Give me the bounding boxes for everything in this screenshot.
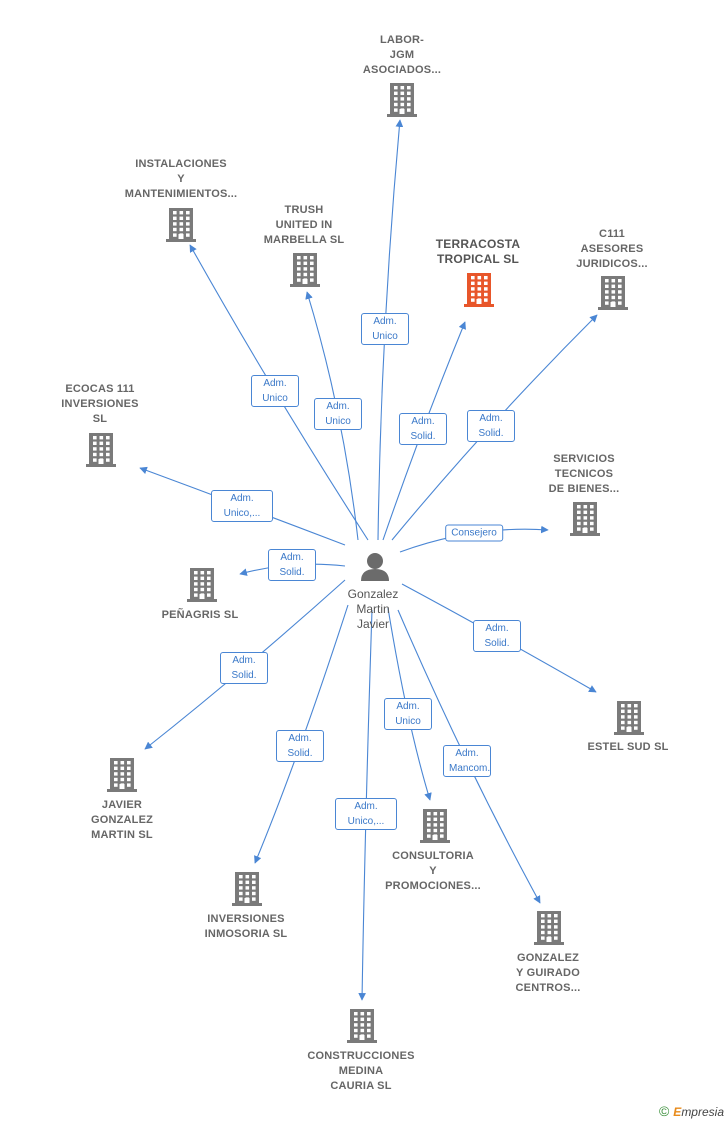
- company-label-line: INMOSORIA SL: [204, 928, 288, 940]
- role-badge-inmosoria[interactable]: Adm. Solid.: [276, 730, 324, 762]
- role-badge-javier[interactable]: Adm. Solid.: [220, 652, 268, 684]
- building-icon[interactable]: [570, 502, 600, 536]
- building-icon[interactable]: [534, 911, 564, 945]
- role-badge-labor[interactable]: Adm. Unico: [361, 313, 409, 345]
- company-label-line: LABOR-: [380, 34, 424, 46]
- company-label-line: SERVICIOS: [553, 453, 615, 465]
- role-text: Adm. Unico: [262, 378, 288, 404]
- role-text: Adm. Solid.: [410, 416, 436, 442]
- building-icon[interactable]: [232, 872, 262, 906]
- building-icon[interactable]: [347, 1009, 377, 1043]
- company-label-line: CONSTRUCCIONES: [307, 1050, 415, 1062]
- person-icon: [361, 553, 389, 581]
- company-label-line: GONZALEZ: [90, 814, 154, 826]
- role-text: Adm. Unico,...: [347, 801, 385, 827]
- company-label-estel[interactable]: ESTEL SUD SL: [587, 740, 668, 755]
- role-text: Adm. Mancom.: [449, 748, 491, 774]
- role-text: Adm. Solid.: [287, 733, 313, 759]
- company-label-line: JGM: [389, 49, 415, 61]
- company-label-line: SL: [92, 413, 108, 425]
- role-badge-c111[interactable]: Adm. Solid.: [467, 410, 515, 442]
- company-label-line: ECOCAS 111: [65, 383, 135, 395]
- company-label-javier[interactable]: JAVIER GONZALEZ MARTIN SL: [91, 798, 153, 843]
- company-label-line: TROPICAL SL: [437, 252, 519, 266]
- role-badge-trush[interactable]: Adm. Unico: [314, 398, 362, 430]
- role-badge-guirado[interactable]: Adm. Mancom.: [443, 745, 491, 777]
- role-text: Adm. Unico,...: [223, 493, 261, 519]
- building-icon[interactable]: [166, 208, 196, 242]
- company-label-line: MEDINA: [338, 1065, 384, 1077]
- building-icon[interactable]: [86, 433, 116, 467]
- center-person-label[interactable]: Gonzalez Martin Javier: [347, 587, 399, 631]
- company-label-line: C111: [599, 228, 625, 240]
- company-label-line: PROMOCIONES...: [385, 880, 481, 892]
- role-badge-terracosta[interactable]: Adm. Solid.: [399, 413, 447, 445]
- role-badge-penagris[interactable]: Adm. Solid.: [268, 549, 316, 581]
- company-label-penagris[interactable]: PEÑAGRIS SL: [162, 608, 239, 623]
- company-label-line: MANTENIMIENTOS...: [124, 188, 238, 200]
- company-label-construcciones[interactable]: CONSTRUCCIONES MEDINA CAURIA SL: [307, 1049, 414, 1094]
- company-label-line: UNITED IN: [275, 219, 333, 231]
- role-text: Adm. Solid.: [478, 413, 504, 439]
- role-text: Consejero: [451, 527, 497, 539]
- company-label-line: TECNICOS: [554, 468, 614, 480]
- company-label-line: PEÑAGRIS SL: [161, 609, 239, 621]
- role-badge-ecocas[interactable]: Adm. Unico,...: [211, 490, 273, 522]
- building-icon[interactable]: [187, 568, 217, 602]
- building-icon[interactable]: [598, 276, 628, 310]
- copyright-icon: ©: [658, 1103, 670, 1119]
- company-label-guirado[interactable]: GONZALEZ Y GUIRADO CENTROS...: [516, 951, 581, 996]
- company-label-line: TERRACOSTA: [435, 237, 521, 251]
- company-label-line: INSTALACIONES: [135, 158, 227, 170]
- building-icon[interactable]: [464, 273, 494, 307]
- company-label-line: MARTIN SL: [91, 829, 153, 841]
- company-label-instalaciones[interactable]: INSTALACIONES Y MANTENIMIENTOS...: [125, 157, 238, 202]
- company-label-line: Y: [429, 865, 437, 877]
- company-label-line: Y: [177, 173, 185, 185]
- role-text: Adm. Unico: [372, 316, 398, 342]
- role-text: Adm. Unico: [325, 401, 351, 427]
- role-badge-instalaciones[interactable]: Adm. Unico: [251, 375, 299, 407]
- company-label-consultoria[interactable]: CONSULTORIA Y PROMOCIONES...: [385, 849, 481, 894]
- role-text: Adm. Solid.: [231, 655, 257, 681]
- role-badge-estel[interactable]: Adm. Solid.: [473, 620, 521, 652]
- company-label-line: CAURIA SL: [330, 1080, 392, 1092]
- company-label-line: INVERSIONES: [61, 398, 139, 410]
- company-label-line: DE BIENES...: [548, 483, 620, 495]
- role-text: Adm. Solid.: [279, 552, 305, 578]
- company-label-servicios[interactable]: SERVICIOS TECNICOS DE BIENES...: [549, 452, 620, 497]
- company-label-line: MARBELLA SL: [263, 234, 345, 246]
- company-label-inmosoria[interactable]: INVERSIONES INMOSORIA SL: [205, 912, 288, 942]
- company-label-labor[interactable]: LABOR- JGM ASOCIADOS...: [363, 33, 441, 78]
- company-label-line: CONSULTORIA: [392, 850, 474, 862]
- building-icon[interactable]: [420, 809, 450, 843]
- building-icon[interactable]: [290, 253, 320, 287]
- building-icon[interactable]: [387, 83, 417, 117]
- role-text: Adm. Solid.: [484, 623, 510, 649]
- company-label-line: ESTEL SUD SL: [587, 741, 669, 753]
- company-label-line: TRUSH: [284, 204, 324, 216]
- company-label-line: ASESORES: [580, 243, 644, 255]
- company-label-trush[interactable]: TRUSH UNITED IN MARBELLA SL: [264, 203, 345, 248]
- company-label-line: Y GUIRADO: [516, 967, 580, 979]
- company-label-line: CENTROS...: [515, 982, 581, 994]
- footer-brand: ©Empresia: [659, 1103, 724, 1119]
- company-label-line: INVERSIONES: [207, 913, 285, 925]
- company-label-line: ASOCIADOS...: [362, 64, 442, 76]
- role-badge-consultoria[interactable]: Adm. Unico: [384, 698, 432, 730]
- company-label-line: JAVIER: [101, 799, 143, 811]
- role-badge-construcciones[interactable]: Adm. Unico,...: [335, 798, 397, 830]
- building-icon[interactable]: [614, 701, 644, 735]
- role-text: Adm. Unico: [395, 701, 421, 727]
- company-label-line: GONZALEZ: [516, 952, 580, 964]
- company-label-line: JURIDICOS...: [576, 258, 648, 270]
- role-badge-servicios[interactable]: Consejero: [445, 524, 503, 542]
- building-icon[interactable]: [107, 758, 137, 792]
- brand-name: Empresia: [673, 1105, 724, 1119]
